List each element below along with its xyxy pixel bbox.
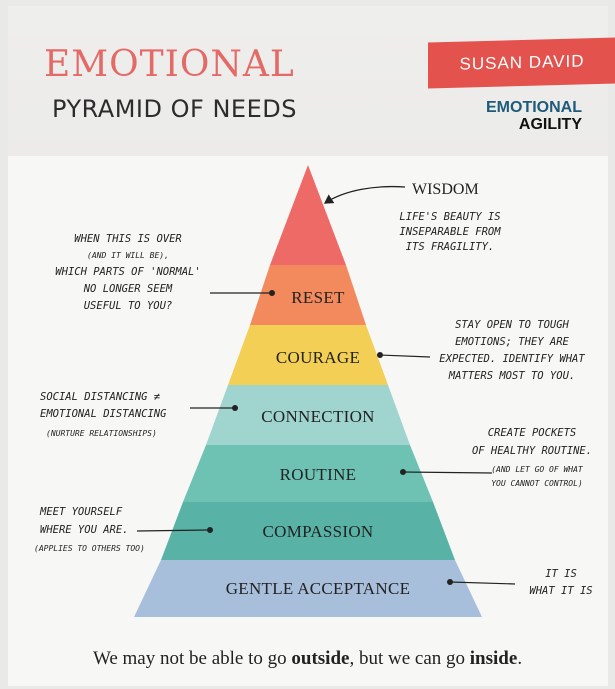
level-connection-label: CONNECTION <box>261 407 375 426</box>
level-reset-label: RESET <box>291 288 345 307</box>
note-wisdom-line3: ITS FRAGILITY. <box>406 241 495 253</box>
connector-routine <box>400 469 493 475</box>
note-routine-line3: (AND LET GO OF WHAT <box>491 465 584 474</box>
connector-compassion <box>136 527 213 533</box>
connector-reset <box>210 290 275 296</box>
level-acceptance-label: GENTLE ACCEPTANCE <box>226 579 411 598</box>
note-reset-line1: WHEN THIS IS OVER <box>74 233 181 245</box>
note-routine-line1: CREATE POCKETS <box>488 427 577 439</box>
note-connection-line2: EMOTIONAL DISTANCING <box>40 408 167 420</box>
note-wisdom-line2: INSEPARABLE FROM <box>399 226 501 238</box>
note-routine-line4: YOU CANNOT CONTROL) <box>491 479 583 488</box>
layer-courage <box>228 325 388 385</box>
note-courage-line3: EXPECTED. IDENTIFY WHAT <box>439 353 585 365</box>
connector-courage <box>377 352 431 358</box>
layer-acceptance <box>134 560 482 617</box>
page-subtitle: PYRAMID OF NEEDS <box>52 95 297 123</box>
connector-connection <box>190 405 238 411</box>
note-reset-line4: NO LONGER SEEM <box>83 283 173 295</box>
note-wisdom-line1: LIFE'S BEAUTY IS <box>399 211 500 223</box>
note-courage-line2: EMOTIONS; THEY ARE <box>455 336 569 348</box>
note-reset-line2: (AND IT WILL BE), <box>87 251 169 260</box>
layer-connection <box>206 385 410 445</box>
footer-quote: We may not be able to go outside, but we… <box>0 648 615 670</box>
book-title-line1: EMOTIONAL <box>486 99 582 116</box>
note-compassion-line2: WHERE YOU ARE. <box>40 524 129 536</box>
level-courage-label: COURAGE <box>276 348 360 367</box>
layer-compassion <box>161 502 455 560</box>
note-connection-line1: SOCIAL DISTANCING ≠ <box>40 391 160 403</box>
footer-bold-inside: inside <box>469 648 518 669</box>
footer-part1: We may not be able to go <box>92 648 292 669</box>
wisdom-arrow <box>323 185 406 204</box>
layer-reset <box>250 265 366 325</box>
level-compassion-label: COMPASSION <box>262 522 373 541</box>
layer-routine <box>183 445 433 502</box>
note-compassion-line3: (APPLIES TO OTHERS TOO) <box>34 544 145 553</box>
note-reset-line5: USEFUL TO YOU? <box>84 300 173 312</box>
note-acceptance-line1: IT IS <box>545 568 577 580</box>
level-routine-label: ROUTINE <box>280 465 357 484</box>
note-connection-line3: (NURTURE RELATIONSHIPS) <box>46 429 157 438</box>
connector-acceptance <box>447 579 516 585</box>
note-courage-line1: STAY OPEN TO TOUGH <box>455 319 569 331</box>
note-courage-line4: MATTERS MOST TO YOU. <box>448 370 575 382</box>
layer-wisdom <box>270 165 346 265</box>
level-wisdom-label: WISDOM <box>412 181 479 198</box>
note-compassion-line1: MEET YOURSELF <box>39 506 123 518</box>
page-title: EMOTIONAL <box>44 44 295 85</box>
footer-part2: , but we can go <box>349 648 470 669</box>
book-title-line2: AGILITY <box>518 116 582 133</box>
note-routine-line2: OF HEALTHY ROUTINE. <box>472 445 592 457</box>
note-acceptance-line2: WHAT IT IS <box>529 585 592 597</box>
footer-bold-outside: outside <box>291 648 350 669</box>
note-reset-line3: WHICH PARTS OF 'NORMAL' <box>55 266 200 278</box>
footer-part3: . <box>517 648 523 669</box>
book-title: EMOTIONAL AGILITY <box>462 99 582 133</box>
